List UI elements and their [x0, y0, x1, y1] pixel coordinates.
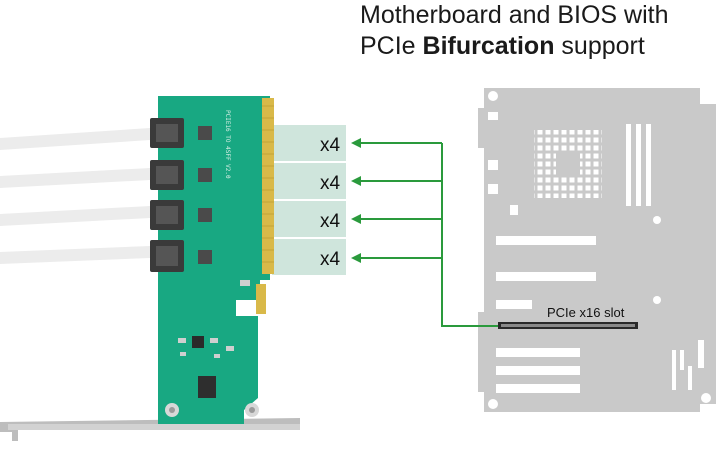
card-silkscreen: PCIE16 TO 4SFF V2.0	[224, 110, 231, 179]
lane-label-2: x4	[320, 173, 341, 194]
component	[214, 354, 220, 358]
screw-hole-inner	[249, 407, 255, 413]
component	[210, 338, 218, 343]
headline: Motherboard and BIOS with PCIe Bifurcati…	[360, 0, 710, 62]
expansion-slot	[496, 348, 580, 357]
ram-slot	[646, 124, 651, 206]
header	[688, 366, 692, 390]
lane-band	[272, 201, 346, 237]
chip	[192, 336, 204, 348]
header	[672, 350, 676, 390]
component	[226, 346, 234, 351]
card-bracket	[0, 418, 300, 441]
sff-connector	[150, 160, 184, 190]
lane-bands	[272, 125, 346, 275]
component	[240, 280, 250, 286]
headline-line-1: Motherboard and BIOS with	[360, 1, 669, 29]
expansion-slot	[496, 300, 532, 309]
sff-connector	[150, 240, 184, 272]
headline-suffix: support	[554, 32, 645, 60]
expansion-slot	[496, 384, 580, 393]
pcie-x16-slot-contacts	[501, 324, 635, 327]
connector-latch	[198, 208, 212, 222]
component	[178, 338, 186, 343]
expansion-slot	[496, 272, 596, 281]
lane-labels: x4 x4 x4 x4	[320, 135, 341, 270]
ram-slot	[626, 124, 631, 206]
headline-line-2: PCIe Bifurcation support	[360, 31, 710, 62]
gold-fingers-secondary	[256, 284, 266, 314]
header-pins	[198, 376, 216, 398]
motherboard: PCIe x16 slot	[478, 88, 716, 412]
expansion-slot	[496, 236, 596, 245]
io-cutout	[488, 112, 498, 120]
gold-fingers	[262, 98, 274, 274]
gold-finger-lines	[262, 105, 274, 263]
io-cutout	[488, 184, 498, 194]
mount-hole	[488, 91, 498, 101]
lane-band	[272, 239, 346, 275]
lane-label-4: x4	[320, 249, 341, 270]
io-cutout	[510, 205, 518, 215]
lane-band	[272, 125, 346, 161]
adapter-card: PCIE16 TO 4SFF V2.0	[150, 96, 274, 424]
lane-label-1: x4	[320, 135, 341, 156]
connector-latch	[198, 250, 212, 264]
mount-hole	[488, 399, 498, 409]
expansion-slot	[496, 366, 580, 375]
mount-hole	[653, 296, 661, 304]
screw-hole-inner	[169, 407, 175, 413]
cables	[0, 128, 150, 264]
ram-slot	[636, 124, 641, 206]
sff-connector	[150, 200, 184, 230]
connector-latch	[198, 168, 212, 182]
headline-bold-term: Bifurcation	[422, 32, 555, 60]
io-cutout	[488, 160, 498, 170]
lane-label-3: x4	[320, 211, 341, 232]
mount-hole	[653, 216, 661, 224]
sff-connector	[150, 118, 184, 148]
cpu-socket-center	[556, 152, 580, 176]
trunk-line	[441, 143, 498, 327]
mount-hole	[701, 393, 711, 403]
header	[680, 350, 684, 370]
connector-latch	[198, 126, 212, 140]
bifurcation-arrows	[351, 138, 498, 327]
pcie-slot-label: PCIe x16 slot	[547, 305, 625, 320]
component	[180, 352, 186, 356]
header	[698, 340, 704, 368]
headline-prefix: PCIe	[360, 32, 423, 60]
mount-hole	[703, 91, 713, 101]
lane-band	[272, 163, 346, 199]
